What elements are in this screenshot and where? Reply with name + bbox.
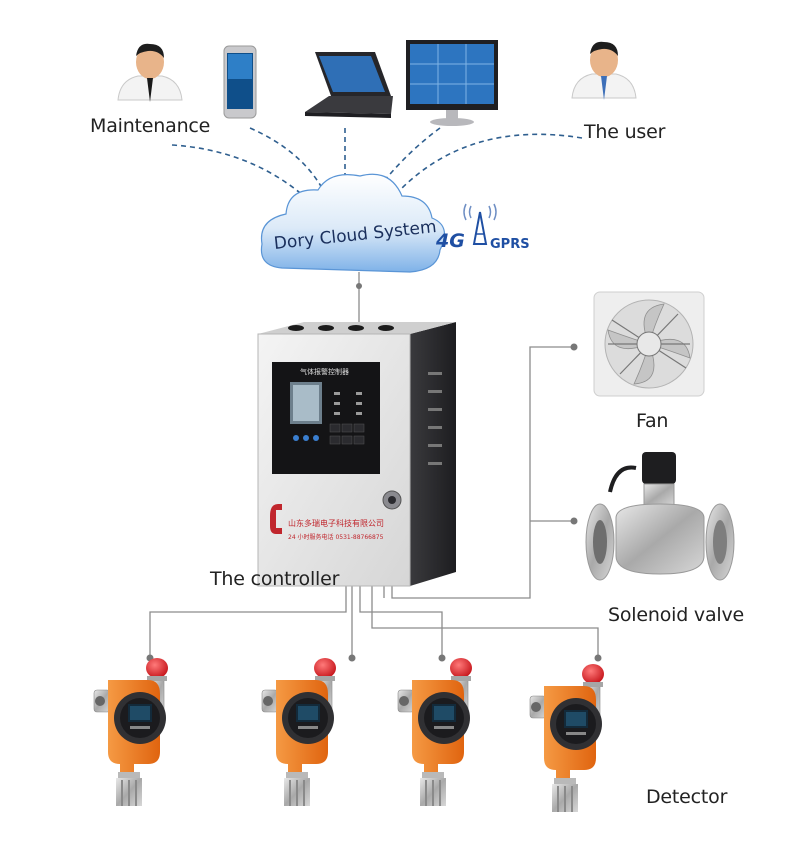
network-gprs-label: GPRS (490, 237, 530, 252)
controller-cabinet (257, 322, 456, 587)
fan-icon (593, 291, 705, 397)
detector-label: Detector (646, 786, 728, 808)
gas-detector-icon (93, 657, 169, 807)
cloud-icon (260, 173, 446, 273)
company-name: 山东多瑞电子科技有限公司 (288, 519, 384, 528)
maintenance-label: Maintenance (90, 115, 211, 137)
desktop-monitor-icon (406, 40, 498, 126)
user-label: The user (584, 121, 666, 143)
wires (149, 272, 599, 658)
maintenance-person-icon (117, 43, 183, 102)
smartphone-icon (223, 45, 257, 119)
gas-detector-icon (397, 657, 473, 807)
valve-label: Solenoid valve (608, 604, 744, 626)
user-person-icon (571, 41, 637, 100)
panel-title: 气体报警控制器 (300, 368, 349, 376)
fan-label: Fan (636, 410, 669, 432)
network-4g-label: 4G (436, 230, 465, 252)
controller-label: The controller (210, 568, 340, 590)
service-line: 24 小时服务电话 0531-88766875 (288, 534, 384, 541)
gas-detector-icon (261, 657, 337, 807)
antenna-icon (463, 203, 497, 245)
laptop-icon (305, 52, 393, 118)
solenoid-valve-icon (585, 452, 735, 581)
wire-endpoints (146, 283, 602, 662)
gas-detector-icon (529, 663, 605, 813)
cloud-links (171, 127, 583, 198)
